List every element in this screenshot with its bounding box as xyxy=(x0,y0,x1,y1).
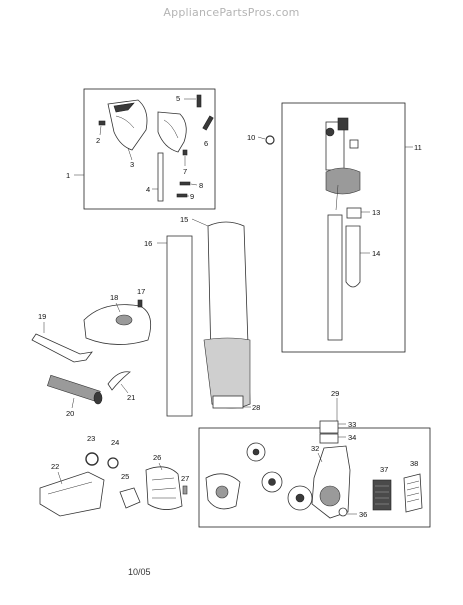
panel-16 xyxy=(166,235,193,417)
assembly-box-11 xyxy=(281,102,406,353)
callout-7: 7 xyxy=(183,167,187,176)
fan-assembly xyxy=(205,442,313,511)
callout-3: 3 xyxy=(130,160,134,169)
clip-13 xyxy=(346,207,362,219)
callout-38: 38 xyxy=(410,459,418,468)
plate-25 xyxy=(119,487,141,509)
callout-8: 8 xyxy=(199,181,203,190)
cover-26 xyxy=(145,466,183,510)
o-ring-10 xyxy=(265,135,275,145)
callout-17: 17 xyxy=(137,287,145,296)
base-22 xyxy=(39,471,105,517)
assembly-box-1 xyxy=(83,88,216,210)
motor-housing xyxy=(311,420,351,519)
date-code: 10/05 xyxy=(128,567,151,577)
callout-20: 20 xyxy=(66,409,74,418)
filter-37 xyxy=(372,479,392,511)
callout-36: 36 xyxy=(359,510,367,519)
screw-17 xyxy=(137,299,143,308)
brushroll-20 xyxy=(47,374,103,405)
callout-2: 2 xyxy=(96,136,100,145)
callout-16: 16 xyxy=(144,239,152,248)
callout-25: 25 xyxy=(121,472,129,481)
grill-38 xyxy=(403,473,423,513)
callout-13: 13 xyxy=(372,208,380,217)
column-top-housing xyxy=(325,117,361,211)
seal-34 xyxy=(319,433,339,444)
callout-28: 28 xyxy=(252,403,260,412)
hood-18 xyxy=(83,304,152,345)
cap-33 xyxy=(319,420,339,434)
screw-2 xyxy=(98,120,106,126)
callout-27: 27 xyxy=(181,474,189,483)
callout-33: 33 xyxy=(348,420,356,429)
handle-half-right xyxy=(157,111,187,153)
callout-10: 10 xyxy=(247,133,255,142)
callout-34: 34 xyxy=(348,433,356,442)
switch-5 xyxy=(196,94,202,108)
callout-15: 15 xyxy=(180,215,188,224)
screw-6 xyxy=(202,115,214,131)
belt-21 xyxy=(107,371,131,391)
callout-19: 19 xyxy=(38,312,46,321)
pin-9 xyxy=(176,193,188,198)
pin-8 xyxy=(179,181,191,186)
bumper-19 xyxy=(31,333,93,363)
callout-18: 18 xyxy=(110,293,118,302)
callout-24: 24 xyxy=(111,438,119,447)
callout-1: 1 xyxy=(66,171,70,180)
callout-5: 5 xyxy=(176,94,180,103)
callout-14: 14 xyxy=(372,249,380,258)
handle-tube-4 xyxy=(157,152,164,202)
callout-11: 11 xyxy=(414,143,422,152)
watermark: AppliancePartsPros.com xyxy=(163,6,300,19)
callout-22: 22 xyxy=(51,462,59,471)
extension-tube xyxy=(327,214,343,341)
callout-29: 29 xyxy=(331,389,339,398)
callout-4: 4 xyxy=(146,185,150,194)
screw-7 xyxy=(182,149,188,156)
wand-14 xyxy=(345,225,361,288)
bag-collar-28 xyxy=(212,395,244,409)
assembly-box-29 xyxy=(198,427,431,528)
wheel-24 xyxy=(107,457,119,469)
callout-6: 6 xyxy=(204,139,208,148)
callout-26: 26 xyxy=(153,453,161,462)
callout-23: 23 xyxy=(87,434,95,443)
callout-9: 9 xyxy=(190,192,194,201)
callout-21: 21 xyxy=(127,393,135,402)
pin-27 xyxy=(182,485,188,495)
callout-32: 32 xyxy=(311,444,319,453)
wheel-23 xyxy=(85,452,99,466)
callout-37: 37 xyxy=(380,465,388,474)
handle-half-left xyxy=(107,99,148,151)
